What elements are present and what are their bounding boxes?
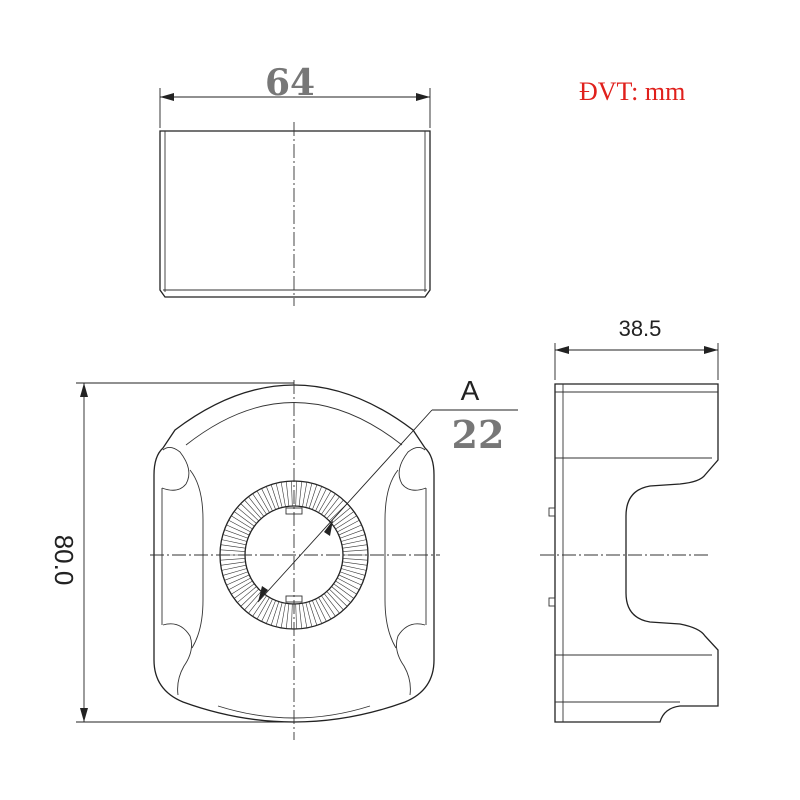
- dimension-top-width: 64: [159, 62, 431, 128]
- section-mark-label: A: [461, 375, 480, 406]
- serration-teeth: [220, 481, 368, 629]
- dimension-label-height: 80.0: [49, 535, 79, 586]
- side-view: [540, 383, 719, 723]
- bore-diameter-callout: A 22: [257, 375, 518, 603]
- bore-diameter-label: 22: [452, 412, 505, 457]
- dimension-label-top-width: 64: [265, 62, 315, 104]
- front-view: [150, 380, 440, 740]
- dimension-side-width: 38.5: [554, 316, 719, 380]
- dimension-height: 80.0: [49, 382, 294, 723]
- unit-note: ĐVT: mm: [579, 77, 685, 106]
- dimension-label-side-width: 38.5: [619, 316, 662, 341]
- top-view: [159, 122, 431, 306]
